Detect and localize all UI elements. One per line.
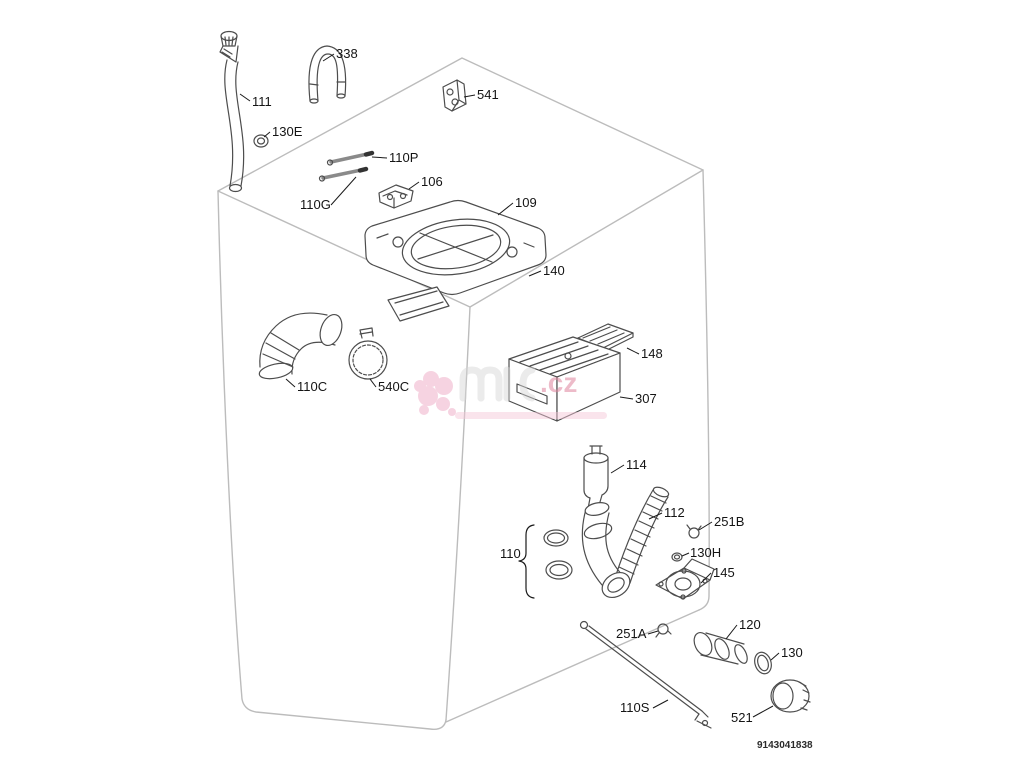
part-251A-clip: [655, 623, 672, 638]
part-label-106: 106: [421, 174, 443, 189]
part-110-sump-hose-group: [518, 502, 631, 599]
part-label-110G: 110G: [300, 197, 331, 212]
part-label-109: 109: [515, 195, 537, 210]
part-label-540C: 540C: [378, 379, 409, 394]
part-label-140: 140: [543, 263, 565, 278]
document-number: 9143041838: [757, 740, 813, 751]
part-label-112: 112: [664, 505, 685, 520]
cabinet-outline: [217, 57, 710, 730]
part-label-251B: 251B: [714, 514, 744, 529]
part-307-dispenser-drawer: [508, 336, 621, 422]
part-label-307: 307: [635, 391, 657, 406]
part-110C-elbow-hose: [258, 312, 343, 380]
part-label-111: 111: [252, 94, 272, 109]
part-106-bracket: [378, 184, 414, 209]
part-114-air-chamber: [583, 445, 609, 514]
part-521-pump-cap: [770, 679, 811, 713]
part-label-251A: 251A: [616, 626, 647, 641]
part-label-110S: 110S: [620, 700, 650, 715]
part-112-drain-hose: [614, 486, 670, 584]
part-labels: 338 111 541 130E 110P 106 110G 109 140 1…: [252, 46, 803, 725]
part-label-145: 145: [713, 565, 735, 580]
part-540C-clamp: [348, 327, 388, 380]
part-label-110: 110: [500, 546, 521, 561]
part-109-top-assembly: [364, 199, 547, 322]
part-145-drain-pump: [655, 558, 715, 600]
part-label-521: 521: [731, 710, 753, 725]
part-label-130H: 130H: [690, 545, 721, 560]
part-130H-nut: [671, 552, 683, 562]
part-label-110C: 110C: [297, 379, 327, 394]
part-label-338: 338: [336, 46, 358, 61]
part-110P-screws: [318, 150, 375, 182]
part-111-inlet-hose: [219, 30, 245, 193]
watermark: .cz: [414, 366, 607, 419]
part-541-bracket: [442, 79, 467, 112]
watermark-tagline-bar: [455, 412, 607, 419]
part-label-120: 120: [739, 617, 761, 632]
part-label-114: 114: [626, 457, 647, 472]
watermark-bubbles-icon: [414, 371, 456, 416]
part-label-110P: 110P: [389, 150, 418, 165]
part-label-130E: 130E: [272, 124, 303, 139]
part-130E-nut: [253, 134, 269, 148]
watermark-text: .cz: [540, 367, 577, 398]
part-251B-clip: [686, 524, 702, 539]
leader-lines: [239, 53, 780, 718]
part-label-541: 541: [477, 87, 499, 102]
part-110S-tube: [579, 620, 712, 729]
watermark-letterforms: [459, 366, 536, 402]
part-label-130: 130: [781, 645, 803, 660]
part-338-drain-hose-guide: [308, 45, 347, 104]
part-130-o-ring: [754, 651, 772, 675]
part-label-148: 148: [641, 346, 663, 361]
part-120-hose-fitting: [693, 632, 748, 665]
